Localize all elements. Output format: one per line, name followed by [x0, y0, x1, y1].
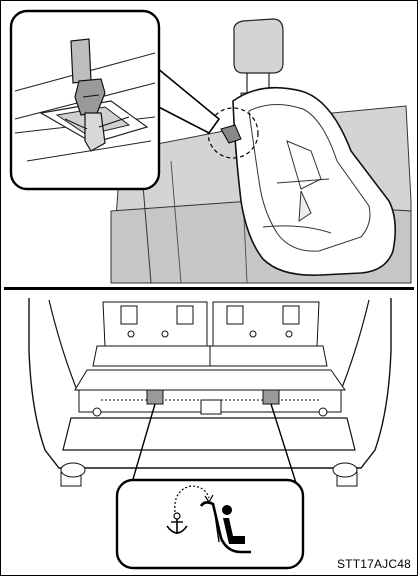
figure-code: STT17AJC48: [337, 557, 411, 571]
child-anchor-symbol-callout: [117, 480, 303, 568]
anchor-marker-left: [147, 390, 163, 404]
rear-bumper: [63, 418, 355, 450]
anchor-marker-right: [263, 390, 279, 404]
vehicle-rear-anchor-locations: [1, 290, 417, 575]
anchor-detail-callout: [11, 11, 159, 189]
rear-seatbacks: [93, 302, 327, 366]
child-seat-installation-illustration: [1, 1, 417, 286]
cargo-floor: [75, 370, 345, 390]
rear-latch: [201, 400, 221, 414]
